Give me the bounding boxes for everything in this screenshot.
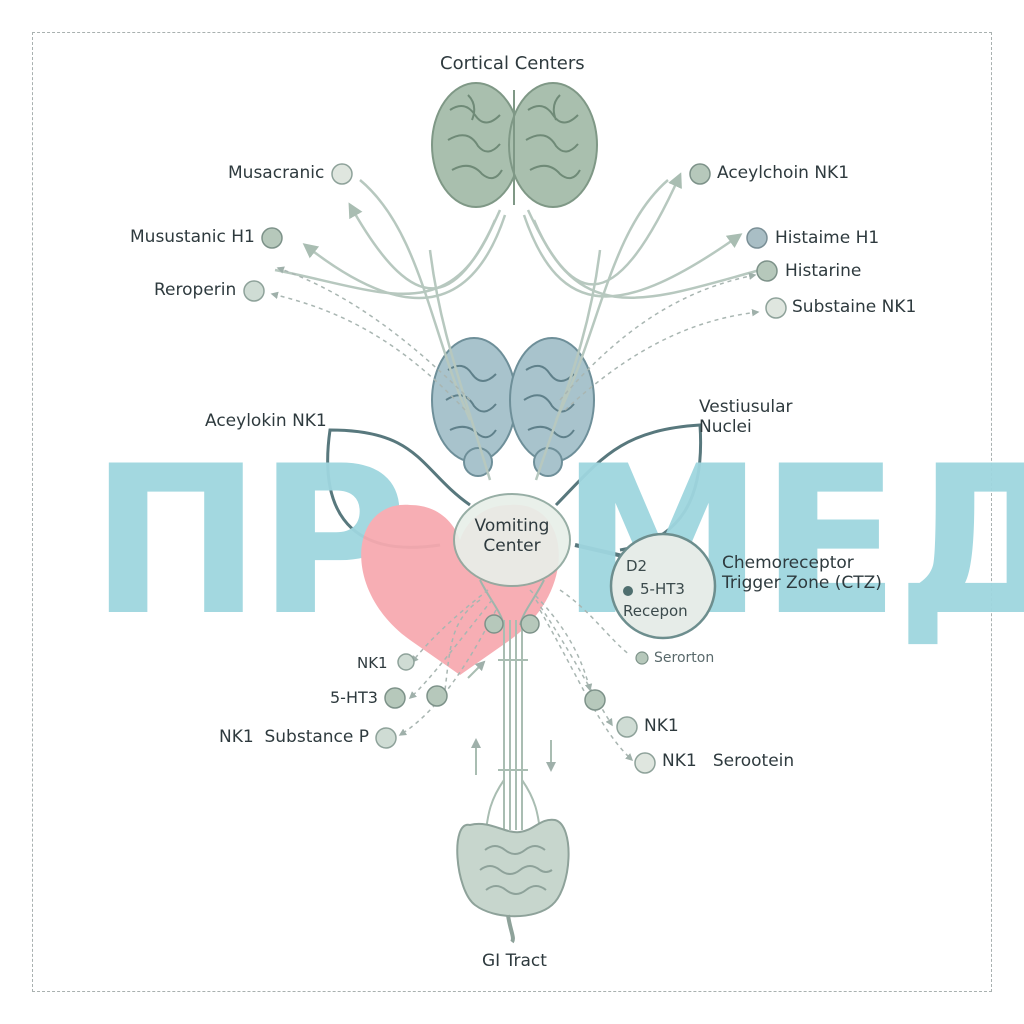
label-ctz: Chemoreceptor Trigger Zone (CTZ) [722,553,882,593]
vagal-pathway [485,620,541,831]
label-histamine-left: Musustanic H1 [130,227,255,247]
cortical-pathways [274,172,761,481]
label-histarine-right: Histarine [785,261,862,281]
label-nk1-low-right: NK1 [644,716,679,736]
label-substance-p: NK1 Substance P [219,727,370,747]
cortical-brain-icon [431,82,598,208]
label-histamine-right: Histaime H1 [775,228,880,248]
label-gi-tract: GI Tract [482,951,547,971]
ctz-5ht3-label: 5-HT3 [640,580,685,598]
ctz-circle [609,532,717,640]
up-down-arrows [467,660,556,775]
vomiting-center-shape [453,493,571,626]
receptor-nodes [243,163,787,774]
label-serotonin-left: Reroperin [154,280,237,300]
gi-tract-icon [456,818,570,944]
label-nk1-low-left: NK1 [357,654,388,672]
label-5ht3-low-left: 5-HT3 [330,688,378,707]
ctz-d2-label: D2 [626,557,648,575]
label-vestibular-nuclei: Vestiusular Nuclei [699,397,793,437]
dashed-frame [32,32,992,992]
ctz-receptor-label: Recepon [623,602,688,620]
label-serotein-low-right: NK1 Serootein [662,751,795,771]
label-nk1-left: Aceylokin NK1 [205,411,327,431]
label-substance-right: Substaine NK1 [792,297,917,317]
svg-text:ПР: ПР [90,423,404,661]
cortical-centers-label: Cortical Centers [440,53,585,74]
label-muscarinic-left: Musacranic [228,163,325,183]
label-serotonin-small: Serorton [654,650,715,666]
label-acetylcholine-right: Aceylchoin NK1 [717,163,850,183]
label-vomiting-center: Vomiting Center [474,516,550,556]
dashed-upper-paths [270,266,760,411]
